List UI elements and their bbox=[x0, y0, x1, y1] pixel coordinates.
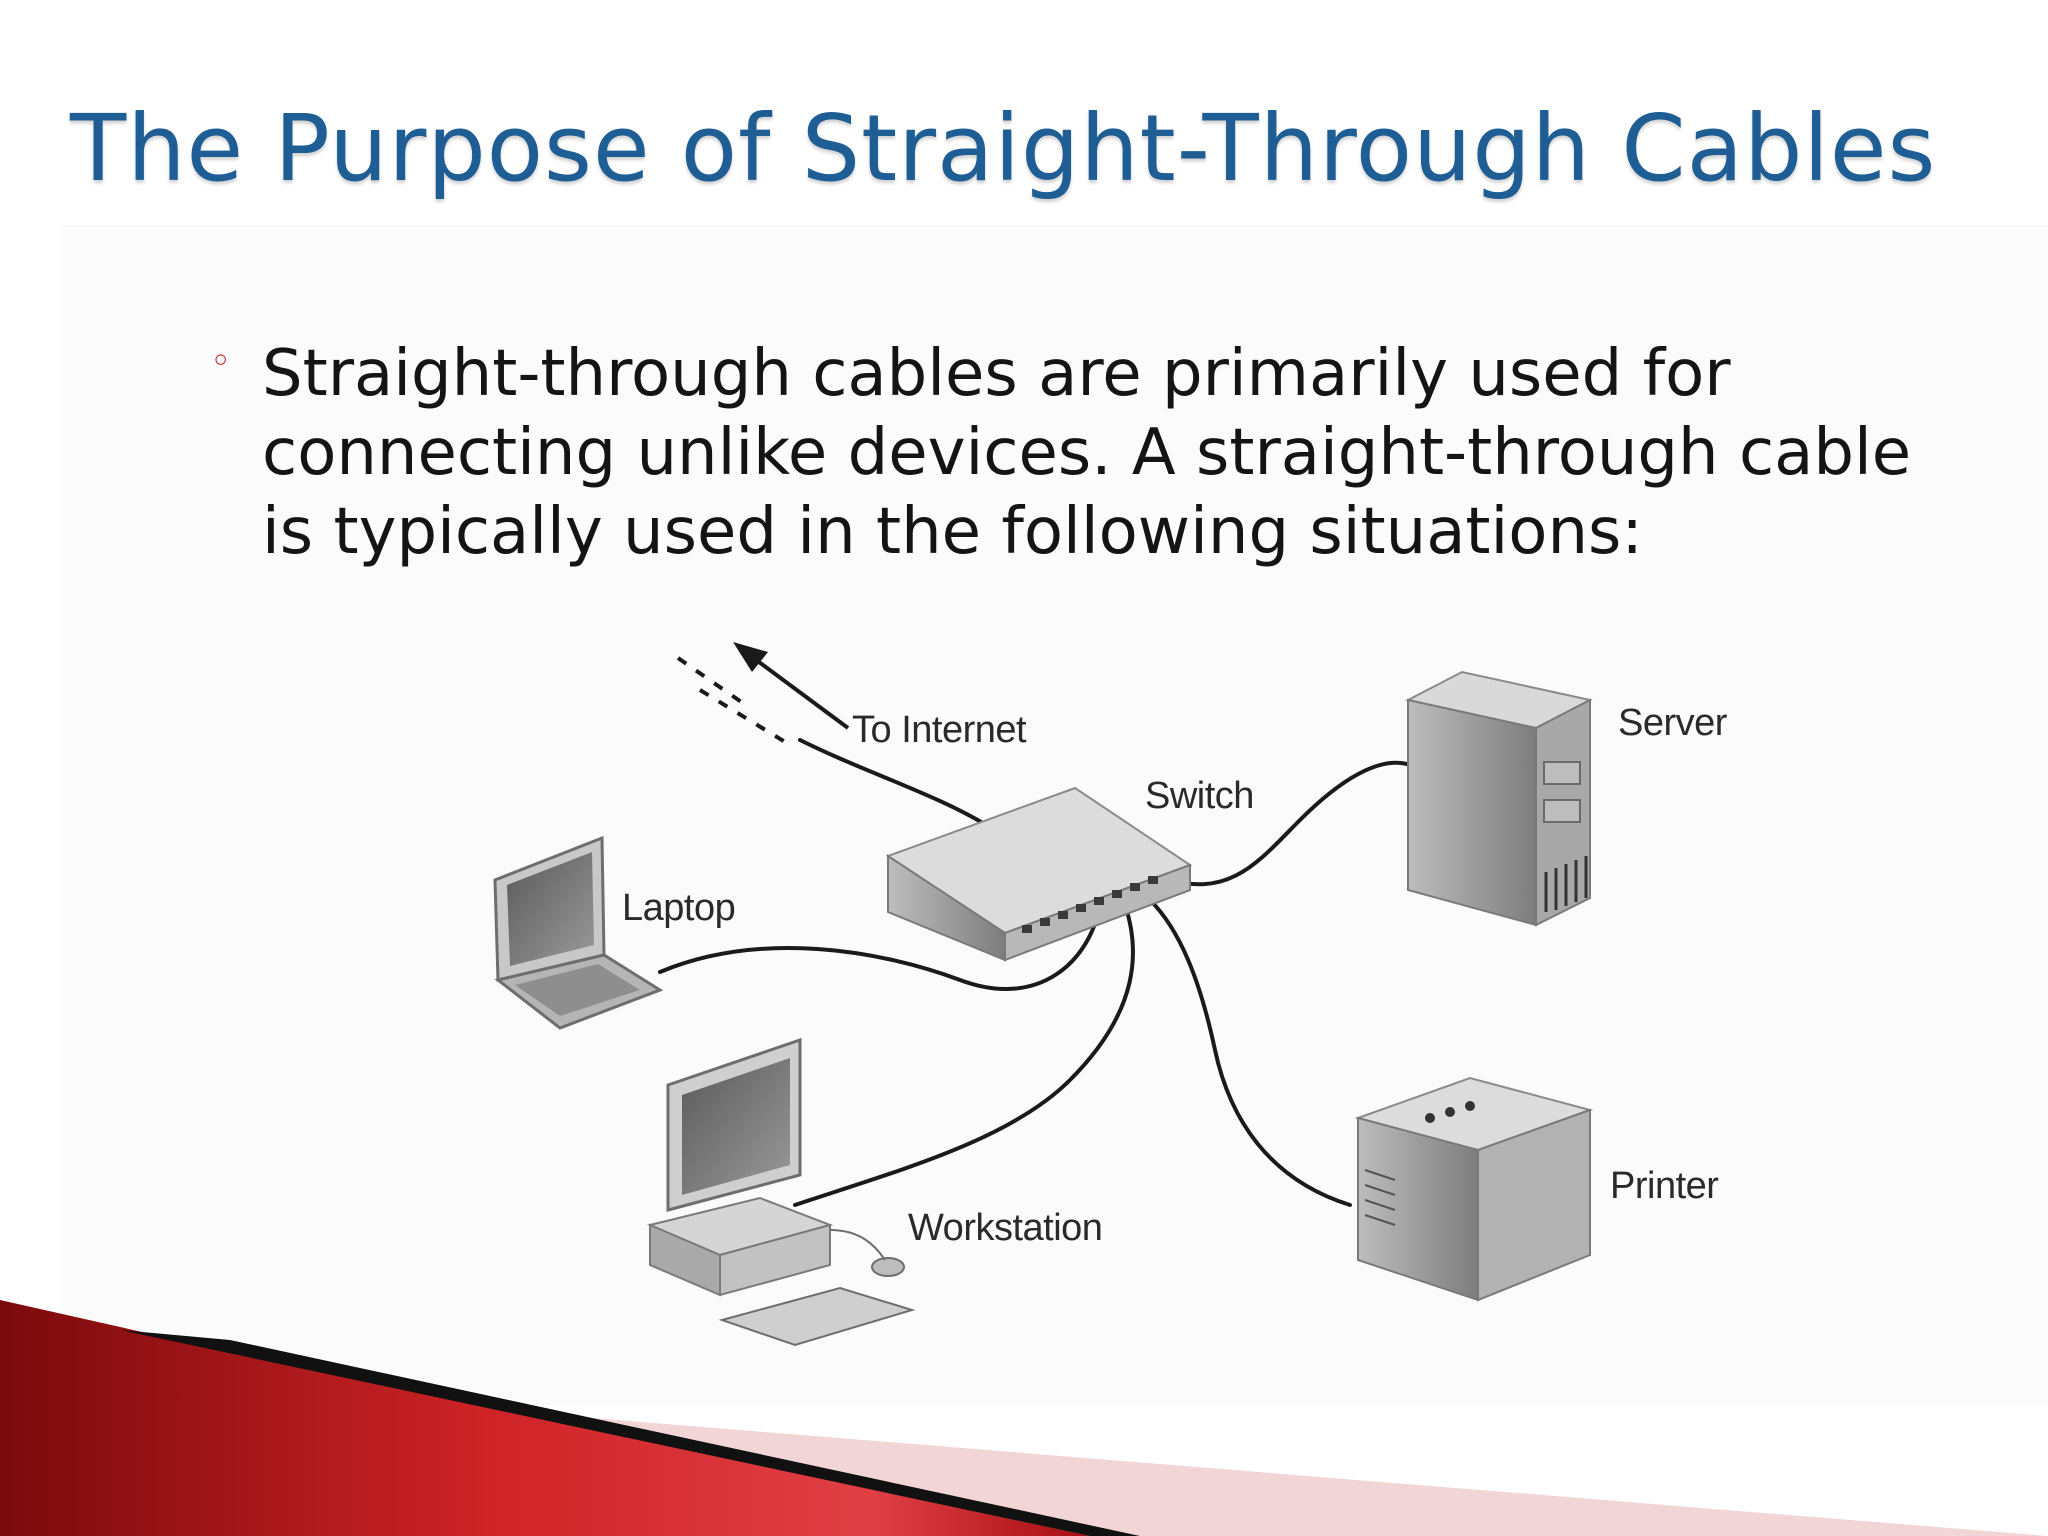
label-server: Server bbox=[1618, 702, 1728, 744]
label-to-internet: To Internet bbox=[852, 709, 1027, 751]
label-switch: Switch bbox=[1145, 775, 1254, 817]
internet-arrow-icon bbox=[676, 642, 850, 747]
slide-title: The Purpose of Straight-Through Cables bbox=[70, 95, 1937, 202]
cable-workstation bbox=[793, 903, 1135, 1207]
cable-laptop bbox=[658, 903, 1102, 991]
ring-bullet-icon: ◦ bbox=[210, 341, 232, 382]
cable-printer bbox=[1148, 898, 1352, 1207]
label-laptop: Laptop bbox=[622, 887, 735, 929]
server-icon bbox=[1405, 670, 1593, 927]
cable-server bbox=[1163, 760, 1412, 887]
switch-icon bbox=[885, 786, 1193, 962]
bullet-text: Straight-through cables are primarily us… bbox=[262, 337, 1912, 569]
printer-icon bbox=[1354, 1076, 1594, 1302]
laptop-icon bbox=[493, 835, 664, 1030]
network-diagram: To Internet Switch Server Laptop Worksta… bbox=[493, 642, 1728, 1347]
workstation-icon bbox=[646, 1037, 916, 1347]
label-printer: Printer bbox=[1610, 1165, 1719, 1207]
label-workstation: Workstation bbox=[908, 1207, 1102, 1249]
